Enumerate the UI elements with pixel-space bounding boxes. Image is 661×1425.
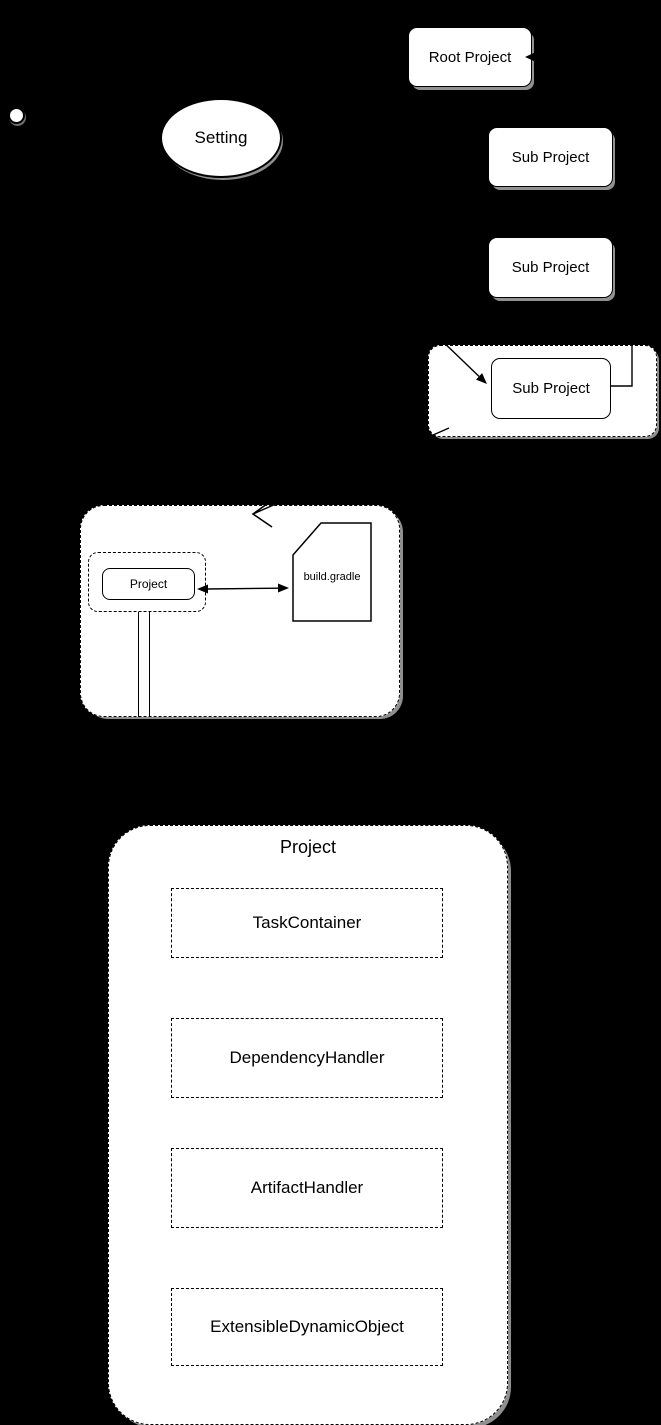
project-class-title: Project: [279, 837, 337, 857]
member-box-dependencyhandler: DependencyHandler: [171, 1018, 443, 1098]
project-class-container: Project TaskContainer DependencyHandler …: [108, 825, 508, 1425]
sub-project-2-label: Sub Project: [511, 259, 590, 276]
root-project-node: Root Project: [408, 27, 532, 87]
member-box-taskcontainer: TaskContainer: [171, 888, 443, 958]
setting-ellipse: Setting: [160, 98, 282, 178]
sub-project-container: Sub Project: [428, 345, 657, 437]
sub-project-3-label: Sub Project: [512, 380, 590, 397]
member-box-extensibledynamicobject: ExtensibleDynamicObject: [171, 1288, 443, 1366]
member-box-artifacthandler: ArtifactHandler: [171, 1148, 443, 1228]
member-artifacthandler-label: ArtifactHandler: [250, 1178, 364, 1197]
sub-project-node-1: Sub Project: [488, 127, 613, 187]
start-node: [8, 107, 25, 124]
sub-project-1-label: Sub Project: [511, 148, 590, 166]
build-gradle-document: build.gradle: [292, 522, 372, 622]
sub-project-node-3: Sub Project: [491, 358, 611, 419]
member-extensibledynamicobject-label: ExtensibleDynamicObject: [210, 1317, 404, 1336]
project-node: Project: [102, 568, 195, 600]
member-dependencyhandler-label: DependencyHandler: [229, 1048, 385, 1067]
document-shape-icon: [292, 522, 372, 622]
member-taskcontainer-label: TaskContainer: [252, 913, 362, 932]
parallel-lines-connector: [138, 612, 150, 717]
diagram-canvas: { "canvas": { "background_color": "#0000…: [8, 27, 657, 1425]
build-gradle-label: build.gradle: [303, 571, 361, 583]
setting-label: Setting: [194, 128, 248, 147]
root-project-label: Root Project: [428, 48, 512, 66]
project-buildfile-container: Project build.gradle: [80, 505, 400, 717]
project-node-label: Project: [129, 577, 168, 591]
sub-project-node-2: Sub Project: [488, 237, 613, 298]
project-group-box: Project: [88, 552, 206, 612]
